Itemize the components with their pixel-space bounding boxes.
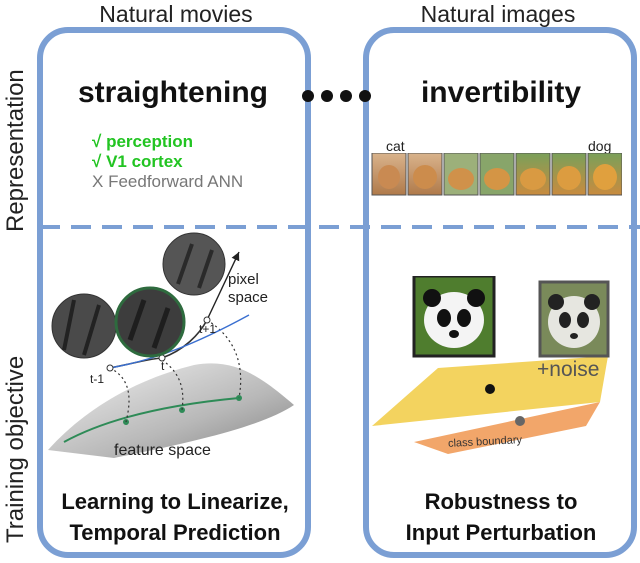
left-panel-border xyxy=(37,27,311,558)
objective-line: Input Perturbation xyxy=(405,520,597,545)
frame-detail xyxy=(62,299,101,356)
objective-line: Learning to Linearize, xyxy=(61,489,289,514)
frame-node xyxy=(106,364,114,372)
morph-frame xyxy=(443,153,479,196)
t-minus-label: t-1 xyxy=(90,372,105,386)
left-objective: Learning to Linearize, Temporal Predicti… xyxy=(44,486,306,548)
class-plane-orange xyxy=(414,402,600,454)
frame-thumbnail-t-plus xyxy=(162,232,226,296)
feature-space-surface xyxy=(48,363,294,458)
ellipsis-dot xyxy=(321,90,333,102)
morph-frame xyxy=(371,153,407,196)
ellipsis-dot xyxy=(359,90,371,102)
projection-link xyxy=(161,359,184,411)
list-item: √ perception xyxy=(92,132,193,151)
column-title-movies: Natural movies xyxy=(99,1,253,27)
frame-detail xyxy=(176,243,214,289)
feature-point xyxy=(179,407,185,413)
feature-space-label: feature space xyxy=(114,442,211,459)
frame-thumbnail-t xyxy=(114,286,186,358)
objective-line: Robustness to xyxy=(424,489,578,514)
right-panel-border xyxy=(363,27,637,558)
pixel-space-label: pixel space xyxy=(228,271,269,306)
morph-start-label: cat xyxy=(386,138,405,154)
clean-point xyxy=(485,384,495,394)
noisy-point xyxy=(515,416,525,426)
projection-link xyxy=(109,367,130,423)
morph-frame xyxy=(407,153,443,196)
frame-node xyxy=(203,316,211,324)
perturbation-diagram xyxy=(372,276,610,454)
panda-clean-image xyxy=(412,276,496,358)
objective-line: Temporal Prediction xyxy=(69,520,281,545)
projection-link xyxy=(206,319,242,399)
cat-dog-morph-strip xyxy=(371,153,622,196)
morph-frame xyxy=(587,153,622,196)
frame-detail xyxy=(127,299,171,349)
pixel-space-arrow xyxy=(206,251,240,321)
right-objective: Robustness to Input Perturbation xyxy=(370,486,632,548)
straightening-heading: straightening xyxy=(77,76,268,109)
noise-label: +noise xyxy=(537,358,600,381)
ellipsis-dot xyxy=(302,90,314,102)
list-item: √ V1 cortex xyxy=(92,152,183,171)
t-plus-label: t+1 xyxy=(199,322,217,336)
trajectory-diagram xyxy=(48,232,294,458)
t-label: t xyxy=(161,359,165,373)
invertibility-heading: invertibility xyxy=(420,76,582,109)
morph-frame xyxy=(515,153,551,196)
morph-frame xyxy=(479,153,515,196)
morph-end-label: dog xyxy=(588,138,612,154)
evidence-list: √ perception √ V1 cortex X Feedforward A… xyxy=(92,132,243,192)
morph-frame xyxy=(551,153,587,196)
panda-noisy-image xyxy=(538,280,610,358)
list-item: X Feedforward ANN xyxy=(92,172,244,191)
ellipsis-dot xyxy=(340,90,352,102)
feature-trajectory xyxy=(63,397,240,443)
straight-prediction xyxy=(109,314,250,369)
column-title-images: Natural images xyxy=(420,1,576,27)
